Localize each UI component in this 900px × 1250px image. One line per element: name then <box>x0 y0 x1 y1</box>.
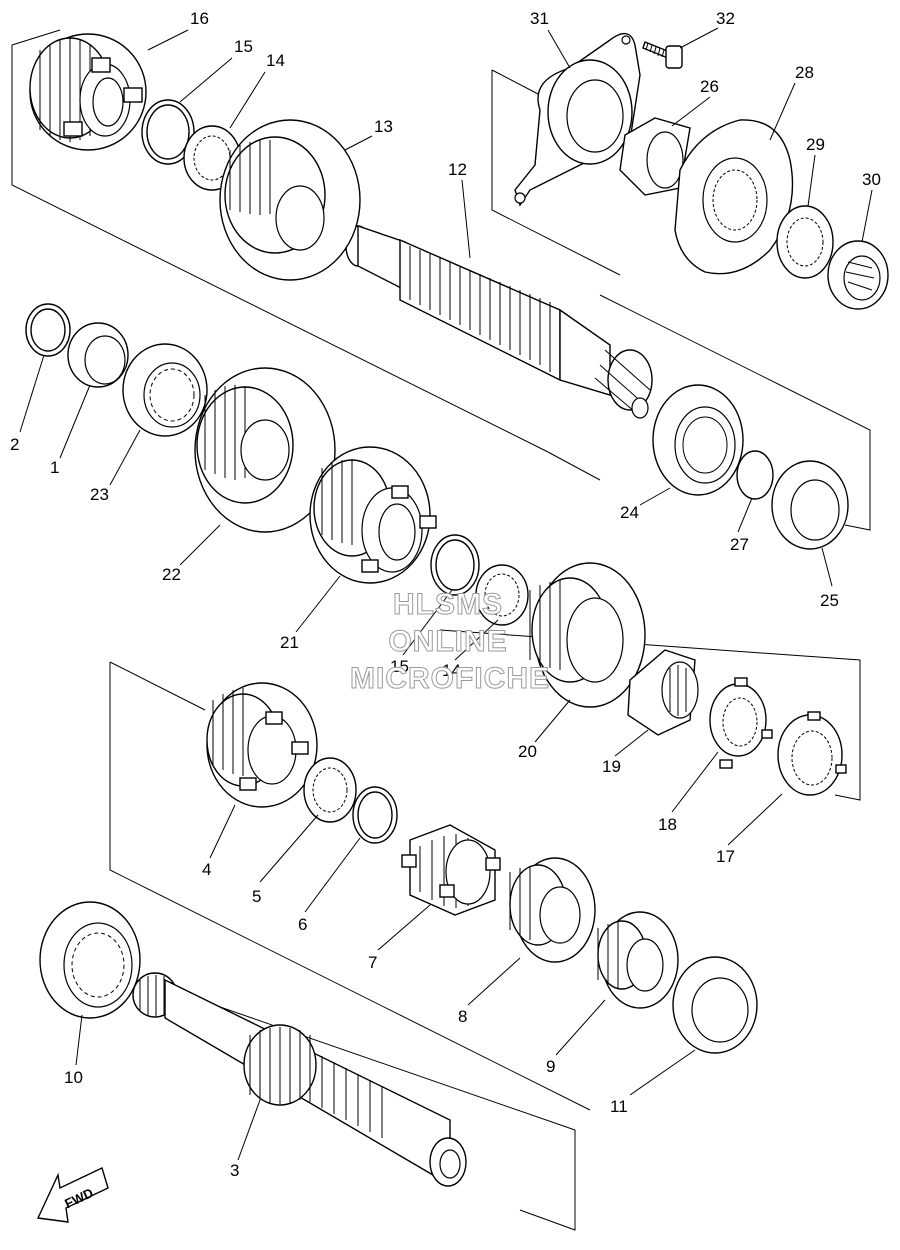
callout-labels: 16 15 14 13 12 31 32 26 28 29 30 2 1 23 … <box>10 9 881 1180</box>
plate-28 <box>674 119 794 275</box>
callout-16: 16 <box>190 9 209 28</box>
callout-2: 2 <box>10 435 19 454</box>
callout-1: 1 <box>50 458 59 477</box>
washer-14-mid <box>475 564 529 626</box>
bearing-10 <box>39 901 141 1019</box>
watermark-line-1: HLSMS <box>393 588 503 622</box>
callout-28: 28 <box>795 63 814 82</box>
callout-17: 17 <box>716 847 735 866</box>
gear-20 <box>529 562 646 708</box>
callout-18: 18 <box>658 815 677 834</box>
callout-5: 5 <box>252 887 261 906</box>
callout-22: 22 <box>162 565 181 584</box>
callout-20: 20 <box>518 742 537 761</box>
callout-14-top: 14 <box>266 51 285 70</box>
bushing-19 <box>627 649 699 736</box>
watermark-line-3: MICROFICHE <box>350 662 550 696</box>
circlip-15-top <box>141 99 195 165</box>
spacer-1 <box>67 322 129 388</box>
callout-31: 31 <box>530 9 549 28</box>
gear-22 <box>194 367 336 533</box>
forward-direction-arrow: FWD <box>36 1167 109 1223</box>
gear-21 <box>309 446 437 584</box>
gear-4 <box>206 682 318 808</box>
callout-26: 26 <box>700 77 719 96</box>
assembly-outlines <box>11 29 871 1231</box>
gear-9 <box>597 911 679 1009</box>
washer-5 <box>303 757 357 823</box>
bearing-25 <box>771 460 849 550</box>
watermark-line-2: ONLINE <box>388 625 508 659</box>
callout-6: 6 <box>298 915 307 934</box>
main-axle-shaft <box>345 225 653 419</box>
callout-32: 32 <box>716 9 735 28</box>
callout-19: 19 <box>602 757 621 776</box>
gear-16 <box>29 33 147 151</box>
leader-lines <box>19 27 873 1161</box>
callout-25: 25 <box>820 591 839 610</box>
callout-11: 11 <box>610 1097 628 1116</box>
callout-15-mid: 15 <box>390 657 409 676</box>
bearing-11 <box>672 956 758 1054</box>
o-ring-27 <box>736 450 774 500</box>
circlip-2 <box>25 303 71 357</box>
lock-washer-17 <box>777 711 847 796</box>
gear-8 <box>509 857 596 963</box>
callout-4: 4 <box>202 860 211 879</box>
gear-13 <box>219 119 361 281</box>
bolt-32 <box>642 41 683 69</box>
callout-12: 12 <box>448 160 467 179</box>
callout-27: 27 <box>730 535 749 554</box>
bracket-31 <box>514 32 641 207</box>
callout-21: 21 <box>280 633 299 652</box>
bearing-23 <box>122 343 208 437</box>
nut-30 <box>827 240 889 310</box>
bearing-24 <box>652 384 744 496</box>
callout-23: 23 <box>90 485 109 504</box>
callout-9: 9 <box>546 1057 555 1076</box>
callout-30: 30 <box>862 170 881 189</box>
callout-15-top: 15 <box>234 37 253 56</box>
lock-washer-18 <box>709 677 773 769</box>
drive-axle-shaft <box>132 972 467 1187</box>
callout-10: 10 <box>64 1068 83 1087</box>
callout-7: 7 <box>368 953 377 972</box>
callout-24: 24 <box>620 503 639 522</box>
gear-7 <box>401 824 501 916</box>
callout-14-mid: 14 <box>442 661 461 680</box>
circlip-6 <box>352 786 398 844</box>
washer-29 <box>776 205 834 279</box>
callout-3: 3 <box>230 1161 239 1180</box>
callout-8: 8 <box>458 1007 467 1026</box>
callout-13: 13 <box>374 117 393 136</box>
circlip-15-mid <box>430 534 480 596</box>
callout-29: 29 <box>806 135 825 154</box>
